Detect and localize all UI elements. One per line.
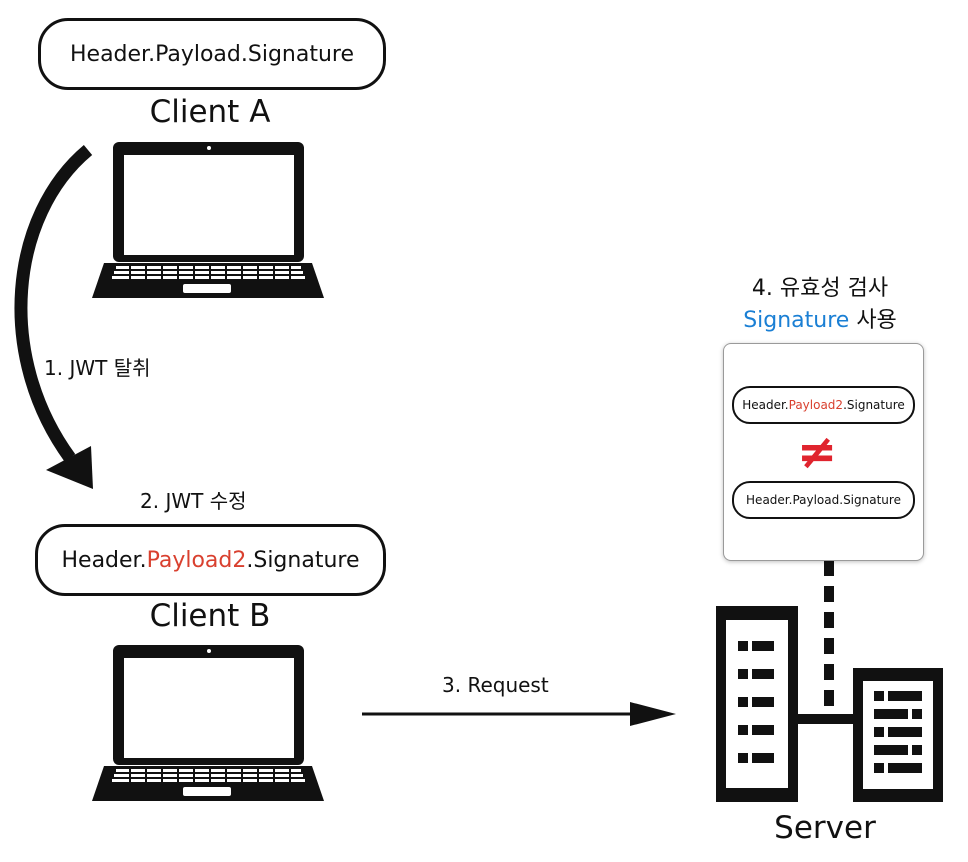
step3-label: 3. Request <box>442 673 549 697</box>
not-equal-icon: ≠ <box>797 424 838 480</box>
validation-token-original: Header.Payload.Signature <box>732 481 915 519</box>
client-b-title: Client B <box>149 598 271 634</box>
validation-original-payload: Payload <box>792 493 840 507</box>
request-arrow <box>362 702 676 726</box>
token-b-payload: Payload2 <box>146 547 247 573</box>
validation-panel <box>723 343 924 561</box>
client-a-title: Client A <box>149 94 271 130</box>
step4-signature-highlight: Signature <box>743 308 850 333</box>
server-title: Server <box>774 810 876 846</box>
step4-line2: Signature 사용 <box>700 302 940 334</box>
steal-arrow <box>14 145 93 489</box>
laptop-a-icon <box>92 142 324 298</box>
validation-modified-header: Header. <box>742 398 789 412</box>
step1-label: 1. JWT 탈취 <box>44 356 151 380</box>
token-b: Header.Payload2.Signature <box>35 524 386 596</box>
token-b-header: Header. <box>61 547 147 573</box>
validation-modified-signature: .Signature <box>843 398 905 412</box>
token-a: Header.Payload.Signature <box>38 18 386 90</box>
laptop-b-icon <box>92 645 324 801</box>
token-a-signature: .Signature <box>240 41 355 67</box>
validation-token-modified: Header.Payload2.Signature <box>732 386 915 424</box>
step4-line1: 4. 유효성 검사 <box>751 276 889 301</box>
token-b-signature: .Signature <box>246 547 360 573</box>
step2-label: 2. JWT 수정 <box>140 489 247 513</box>
step4-label: 4. 유효성 검사 Signature 사용 <box>700 270 940 334</box>
validation-original-signature: .Signature <box>839 493 901 507</box>
token-a-header: Header. <box>69 41 156 67</box>
server-connector <box>798 560 858 724</box>
server-icon <box>716 606 943 802</box>
validation-original-header: Header. <box>746 493 793 507</box>
step4-line2-rest: 사용 <box>849 308 897 333</box>
token-a-payload: Payload <box>155 41 241 67</box>
validation-modified-payload: Payload2 <box>788 398 844 412</box>
